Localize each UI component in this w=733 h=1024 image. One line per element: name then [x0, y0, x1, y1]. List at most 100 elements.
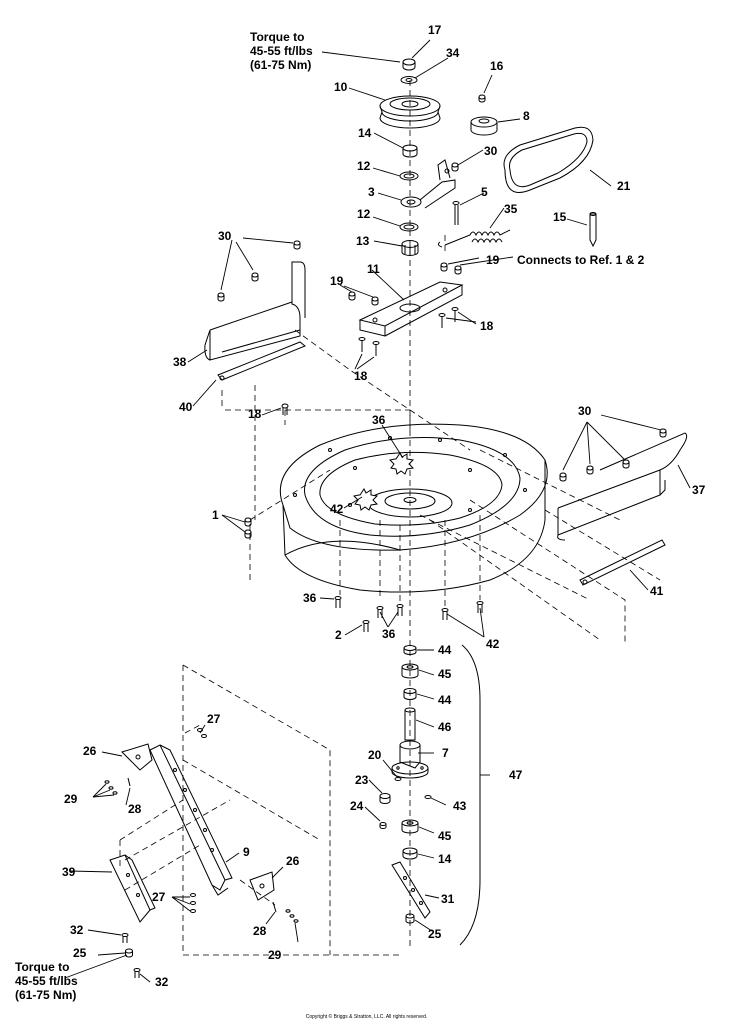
assembly-guide-lines — [119, 80, 661, 956]
callout-28b: 28 — [253, 924, 267, 938]
connects-note: Connects to Ref. 1 & 2 — [517, 253, 645, 267]
bolt-18-left — [281, 403, 289, 415]
callout-36c: 36 — [382, 627, 396, 641]
under-deck-bolts — [334, 596, 484, 632]
callout-3: 3 — [368, 185, 375, 199]
callout-14b: 14 — [438, 852, 452, 866]
callout-27a: 27 — [207, 712, 221, 726]
callout-16: 16 — [490, 59, 504, 73]
nut-17 — [402, 58, 416, 71]
callout-42b: 42 — [486, 637, 500, 651]
spindle-pulley-group — [379, 58, 511, 256]
right-baffle-37 — [557, 432, 688, 541]
blade-9 — [149, 744, 233, 896]
bracket-47 — [459, 644, 481, 946]
baffle-strip-41 — [579, 539, 666, 586]
callout-34: 34 — [446, 46, 460, 60]
callout-40: 40 — [179, 400, 193, 414]
spindle-assembly — [379, 645, 432, 924]
torque-note-top: Torque to 45-55 ft/lbs (61-75 Nm) — [250, 30, 313, 72]
left-baffle-38 — [204, 261, 306, 361]
callout-23: 23 — [355, 773, 369, 787]
nuts-30-right — [559, 428, 667, 482]
callout-18b: 18 — [354, 369, 368, 383]
baffle-strip-40 — [217, 341, 306, 381]
pin-15 — [589, 212, 597, 248]
callout-36b: 36 — [303, 591, 317, 605]
spring-35 — [437, 229, 511, 248]
ring-12b — [399, 222, 419, 232]
callout-5: 5 — [481, 185, 488, 199]
callout-18a: 18 — [480, 319, 494, 333]
callout-32a: 32 — [70, 923, 84, 937]
callout-7: 7 — [442, 746, 449, 760]
nut-30-bracket — [451, 162, 459, 172]
callout-27b: 27 — [152, 890, 166, 904]
callout-10: 10 — [334, 80, 348, 94]
callout-43: 43 — [453, 799, 467, 813]
callout-19b: 19 — [330, 274, 344, 288]
leader-lines — [64, 39, 691, 983]
callout-13: 13 — [356, 234, 370, 248]
callout-12a: 12 — [357, 159, 371, 173]
blade-39 — [109, 854, 156, 923]
callout-29b: 29 — [268, 948, 282, 962]
callout-26b: 26 — [286, 854, 300, 868]
callout-32b: 32 — [155, 975, 169, 989]
nuts-30-left — [217, 240, 301, 302]
callout-25a: 25 — [73, 946, 87, 960]
callout-9: 9 — [243, 845, 250, 859]
mower-deck — [279, 423, 548, 593]
callout-29a: 29 — [64, 792, 78, 806]
callout-11: 11 — [367, 262, 380, 276]
mulch-plate-26a — [121, 743, 153, 771]
nuts-1 — [244, 517, 252, 539]
callout-31: 31 — [441, 892, 455, 906]
callout-30b: 30 — [218, 229, 232, 243]
callout-46: 46 — [438, 720, 452, 734]
callout-25b: 25 — [428, 927, 442, 941]
torque-note-bottom: Torque to 45-55 ft/lbs (61-75 Nm) — [15, 960, 78, 1002]
mount-plate-11 — [358, 281, 464, 337]
mulch-plate-26b — [249, 871, 275, 901]
callout-44b: 44 — [438, 693, 452, 707]
callout-30c: 30 — [578, 404, 592, 418]
idler-pulley-8 — [470, 116, 498, 136]
callout-44a: 44 — [438, 643, 452, 657]
belt-21 — [503, 126, 594, 193]
callout-37: 37 — [692, 483, 706, 497]
bolt-5 — [452, 201, 460, 225]
callout-35: 35 — [504, 202, 518, 216]
bearing-13 — [401, 240, 419, 256]
callout-41: 41 — [650, 584, 664, 598]
callout-17: 17 — [428, 23, 442, 37]
callout-38: 38 — [173, 355, 187, 369]
callout-1: 1 — [212, 508, 219, 522]
idler-arm-3 — [400, 159, 456, 209]
callout-14a: 14 — [358, 126, 372, 140]
ring-12a — [399, 171, 419, 181]
callout-21: 21 — [617, 179, 631, 193]
copyright-notice: Copyright © Briggs & Stratton, LLC. All … — [305, 1014, 428, 1020]
callout-15: 15 — [553, 210, 567, 224]
callout-24: 24 — [350, 799, 364, 813]
callout-18c: 18 — [248, 407, 262, 421]
bolts-18-19-plate — [348, 262, 462, 356]
small-hardware-blade — [104, 728, 299, 978]
callout-2: 2 — [335, 628, 342, 642]
callout-45a: 45 — [438, 667, 452, 681]
callout-19a: 19 — [486, 253, 500, 267]
callout-42a: 42 — [330, 502, 344, 516]
callout-39: 39 — [62, 865, 76, 879]
callout-45b: 45 — [438, 829, 452, 843]
callout-8: 8 — [523, 109, 530, 123]
callout-20: 20 — [368, 748, 382, 762]
pulley-10 — [379, 95, 441, 129]
callout-12b: 12 — [357, 207, 371, 221]
callout-30a: 30 — [484, 144, 498, 158]
washer-34 — [400, 76, 418, 84]
callout-26a: 26 — [83, 744, 97, 758]
callout-47: 47 — [509, 768, 523, 782]
callout-28a: 28 — [128, 802, 142, 816]
